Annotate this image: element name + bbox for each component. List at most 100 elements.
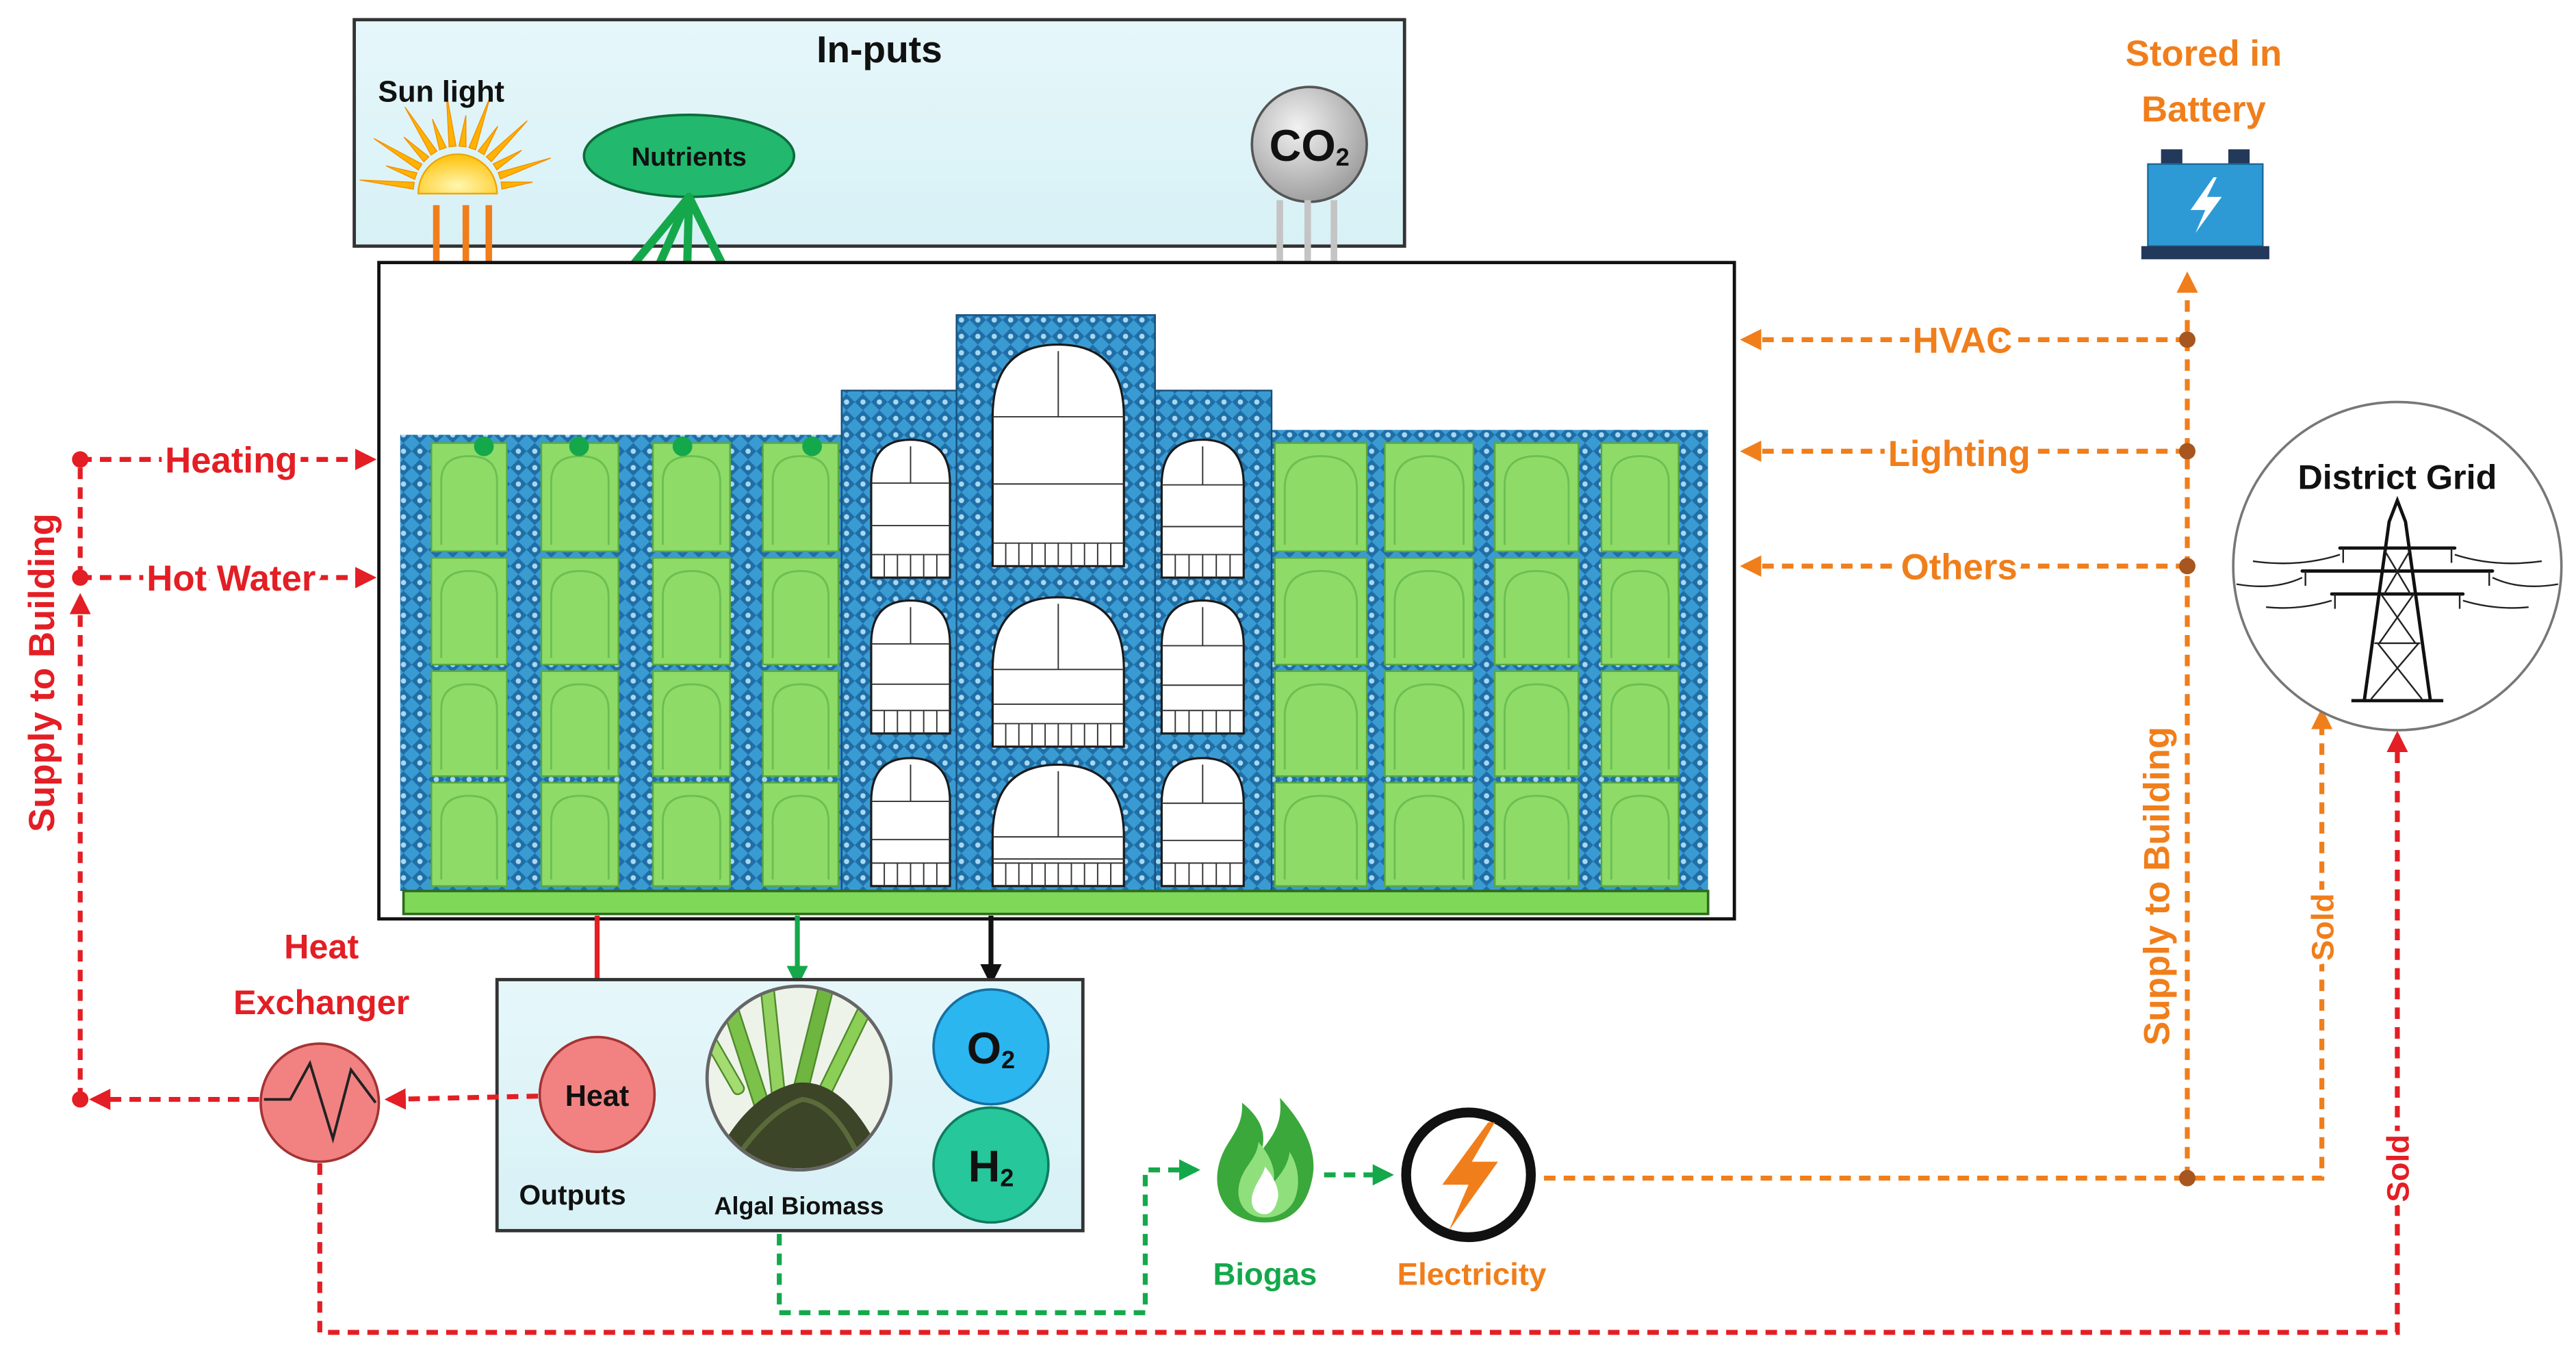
- algae-panel: [430, 557, 508, 666]
- algae-panel-arch-outline: [440, 794, 498, 880]
- algae-panel: [1274, 557, 1368, 666]
- algae-panel-arch-outline: [1504, 455, 1570, 545]
- heat-exchanger-icon: [259, 1042, 381, 1163]
- nutrients-node: Nutrients: [582, 114, 796, 198]
- electricity-bolt: [1442, 1122, 1498, 1231]
- algae-panel: [1384, 442, 1475, 552]
- h2-output-node: H2: [932, 1106, 1050, 1224]
- nutrient-endpoints: [474, 436, 823, 456]
- electric-flow-lines: [1544, 271, 2333, 1187]
- electricity-label: Electricity: [1398, 1256, 1547, 1291]
- algae-panel-glass: [540, 557, 619, 666]
- algae-panel: [1274, 442, 1368, 552]
- heat-exchanger-coil: [263, 1059, 377, 1144]
- co2-subscript: 2: [1336, 143, 1350, 171]
- algae-panel: [652, 442, 731, 552]
- sun-ray: [497, 157, 551, 180]
- algae-panel-arch-outline: [1610, 455, 1670, 545]
- facade-arched-window: [870, 439, 951, 579]
- biogas-label: Biogas: [1213, 1256, 1317, 1291]
- thermal-node: [72, 451, 89, 468]
- h2-circle: [932, 1106, 1050, 1224]
- outputs-panel: Heat O2 H2 Outputs Algal Biomass: [495, 978, 1085, 1232]
- algae-panel-arch-outline: [1393, 794, 1465, 880]
- window-arch: [870, 439, 951, 579]
- algae-panel-arch-outline: [550, 794, 610, 880]
- sunlight-label: Sun light: [378, 76, 504, 109]
- tower-lattice: [2370, 549, 2423, 700]
- algae-panel-arch-outline: [1283, 683, 1358, 770]
- algae-panel: [540, 557, 619, 666]
- electricity-sold-label: Sold: [2305, 893, 2340, 961]
- sun-ray: [359, 179, 415, 190]
- algae-panel-glass: [540, 670, 619, 777]
- window-detail-lines: [1161, 607, 1244, 686]
- district-grid-node: District Grid: [2232, 400, 2563, 732]
- electric-node: [2179, 558, 2195, 575]
- facade-arched-window: [1160, 439, 1245, 579]
- algae-panel: [1384, 557, 1475, 666]
- algae-panel-glass: [1493, 442, 1580, 552]
- window-detail-lines: [871, 764, 951, 840]
- algae-panel: [540, 670, 619, 777]
- facade-arched-window: [1160, 599, 1245, 735]
- algae-panel: [430, 670, 508, 777]
- facade-arched-window: [991, 343, 1125, 567]
- sun-ray: [458, 115, 467, 148]
- facade-arched-window: [870, 599, 951, 735]
- window-railing: [992, 862, 1124, 886]
- algae-panel-arch-outline: [440, 570, 498, 658]
- algae-panel-arch-outline: [661, 455, 721, 545]
- algae-panel-arch-outline: [1610, 794, 1670, 880]
- algae-panel-glass: [1493, 670, 1580, 777]
- window-detail-lines: [992, 604, 1124, 705]
- algae-panel-glass: [762, 781, 840, 888]
- algae-panel-arch-outline: [1283, 570, 1358, 658]
- outputs-label: Outputs: [519, 1179, 626, 1211]
- co2-label: CO2: [1270, 120, 1350, 171]
- sun-rays: [359, 92, 551, 190]
- sun-disc: [417, 153, 498, 195]
- tower-wires: [2236, 554, 2559, 609]
- algae-panel: [430, 781, 508, 888]
- algae-panel-arch-outline: [1610, 683, 1670, 770]
- inputs-panel: In-puts Sun light Nutrients CO2: [352, 18, 1406, 248]
- window-railing: [1161, 554, 1244, 578]
- algae-panel-glass: [430, 557, 508, 666]
- algae-panel-glass: [1384, 670, 1475, 777]
- algae-panel-arch-outline: [1393, 455, 1465, 545]
- facade-arched-window: [991, 596, 1125, 748]
- electricity-to-grid-line: [1544, 708, 2333, 1181]
- thermal-node: [72, 569, 89, 586]
- algae-panel-glass: [430, 670, 508, 777]
- algae-panel-glass: [1493, 557, 1580, 666]
- algae-panel: [1493, 442, 1580, 552]
- window-arch: [991, 343, 1125, 567]
- algae-panel-arch-outline: [440, 455, 498, 545]
- algae-panel: [1384, 781, 1475, 888]
- hvac-label: HVAC: [1913, 321, 2013, 361]
- thermal-node: [72, 1091, 89, 1108]
- co2-main: CO: [1270, 120, 1336, 170]
- lighting-label: Lighting: [1888, 434, 2031, 474]
- battery-terminal-negative: [2161, 149, 2182, 164]
- tower-insulators: [2304, 547, 2490, 609]
- algae-panel-arch-outline: [1393, 683, 1465, 770]
- biogas-flow-lines: [777, 1159, 1394, 1315]
- window-detail-lines: [992, 771, 1124, 860]
- algae-biomass-image: [705, 984, 893, 1172]
- algae-panel-glass: [652, 670, 731, 777]
- algae-panel-glass: [1600, 781, 1679, 888]
- algae-panel-glass: [540, 442, 619, 552]
- sun-ray: [403, 136, 430, 163]
- algae-panel-arch-outline: [1504, 570, 1570, 658]
- nutrient-dot: [569, 436, 589, 456]
- algae-panel-glass: [652, 442, 731, 552]
- algae-panel: [1274, 670, 1368, 777]
- heat-to-exchanger-arrow: [384, 1088, 539, 1110]
- algae-panel: [762, 670, 840, 777]
- window-detail-lines: [1161, 764, 1244, 842]
- heat-output-label: Heat: [565, 1080, 630, 1113]
- window-arch: [870, 599, 951, 735]
